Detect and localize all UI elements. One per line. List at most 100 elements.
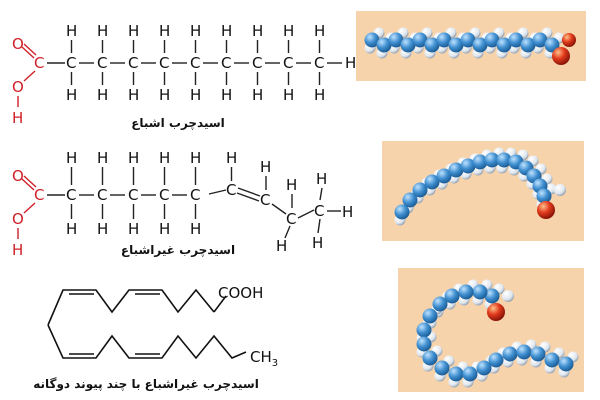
chain-hydrogen-top-unsat: H xyxy=(159,149,170,167)
chain-hydrogen-top-unsat: H xyxy=(66,149,77,167)
model3-oxygen-ball xyxy=(487,303,505,321)
model2-hydrogen-ball xyxy=(554,184,566,196)
chain-hydrogen-bottom: H xyxy=(159,86,170,104)
chain-hydrogen-top: H xyxy=(190,22,201,40)
model1-carbon-ball xyxy=(460,32,476,48)
chain-carbon: C xyxy=(128,54,138,72)
chain-hydrogen-top-unsat: H xyxy=(97,149,108,167)
model3-carbon-ball xyxy=(530,346,546,362)
model1-carbon-ball xyxy=(424,37,440,53)
model3-hydrogen-ball xyxy=(502,290,514,302)
model3-carbon-ball xyxy=(416,336,432,352)
chain-carbon-unsat: C xyxy=(66,186,76,204)
chain-carbon: C xyxy=(252,54,262,72)
model1-carbon-ball xyxy=(520,37,536,53)
chain-carbon: C xyxy=(283,54,293,72)
chain-hydrogen-bottom-unsat: H xyxy=(190,220,201,238)
model1-carbon-ball xyxy=(412,32,428,48)
model2-carbon-ball xyxy=(436,168,452,184)
model3-carbon-ball xyxy=(434,360,450,376)
model3-carbon-ball xyxy=(544,352,560,368)
model3-carbon-ball xyxy=(458,284,474,300)
model1-carbon-ball xyxy=(496,37,512,53)
chain-carbon-unsat: C xyxy=(97,186,107,204)
tail-hydrogen-2c: H xyxy=(312,234,323,252)
model3-carbon-ball xyxy=(558,356,574,372)
chain-hydrogen-top: H xyxy=(159,22,170,40)
tail-hydrogen-1b: H xyxy=(276,237,287,255)
tail-hydrogen-2b: H xyxy=(342,203,353,221)
model3-carbon-ball xyxy=(416,322,432,338)
chain-carbon: C xyxy=(159,54,169,72)
chain-carbon: C xyxy=(97,54,107,72)
model2-carbon-ball xyxy=(412,182,428,198)
alkene-hydrogen-left: H xyxy=(226,149,237,167)
model3-carbon-ball xyxy=(422,350,438,366)
model1-carbon-ball xyxy=(376,37,392,53)
chain-carbon-unsat: C xyxy=(128,186,138,204)
skeleton-top-chain xyxy=(47,288,215,326)
chain-hydrogen-top: H xyxy=(221,22,232,40)
chain-carbon: C xyxy=(190,54,200,72)
chain-hydrogen-top: H xyxy=(283,22,294,40)
model1-carbon-ball xyxy=(508,32,524,48)
skeleton-bottom-chain xyxy=(47,324,247,360)
chain-carbon: C xyxy=(221,54,231,72)
chain-hydrogen-top: H xyxy=(66,22,77,40)
chain-hydrogen-top: H xyxy=(128,22,139,40)
carboxyl-oxygen-top-2: O xyxy=(12,167,24,185)
hydroxyl-oxygen: O xyxy=(12,78,24,96)
model1-carbon-ball xyxy=(388,32,404,48)
polyunsaturated-space-filling-model xyxy=(398,268,584,392)
model2-carbon-ball xyxy=(448,162,464,178)
carboxyl-carbon-2: C xyxy=(34,186,44,204)
tail-carbon-1: C xyxy=(286,210,296,228)
model2-oxygen-ball xyxy=(537,201,555,219)
model2-carbon-ball xyxy=(424,174,440,190)
tail-carbon-2: C xyxy=(314,202,324,220)
alkene-carbon: C xyxy=(260,191,270,209)
model1-carbon-ball xyxy=(436,32,452,48)
hydroxyl-oxygen-2: O xyxy=(12,210,24,228)
model3-carbon-ball xyxy=(516,344,532,360)
chain-carbon: C xyxy=(314,54,324,72)
chain-hydrogen-bottom: H xyxy=(283,86,294,104)
tail-hydrogen-2a: H xyxy=(316,170,327,188)
chain-carbon-unsat: C xyxy=(190,186,200,204)
model3-carbon-ball xyxy=(444,288,460,304)
chain-hydrogen-top-unsat: H xyxy=(128,149,139,167)
unsaturated-space-filling-model xyxy=(382,141,584,241)
chain-terminal-hydrogen: H xyxy=(345,54,356,72)
methyl-label: CH3 xyxy=(250,348,278,369)
carboxyl-label: COOH xyxy=(218,284,263,302)
alkene-hydrogen: H xyxy=(260,158,271,176)
chain-hydrogen-bottom: H xyxy=(97,86,108,104)
model1-carbon-ball xyxy=(400,37,416,53)
model2-carbon-ball xyxy=(536,188,552,204)
chain-hydrogen-top-unsat: H xyxy=(190,149,201,167)
model3-carbon-ball xyxy=(422,308,438,324)
tail-hydrogen-1a: H xyxy=(286,176,297,194)
alkene-carbon-left: C xyxy=(226,181,236,199)
chain-hydrogen-bottom: H xyxy=(252,86,263,104)
model2-carbon-ball xyxy=(402,192,418,208)
model2-carbon-ball xyxy=(496,152,512,168)
model1-oxygen-ball xyxy=(562,33,576,47)
model1-carbon-ball xyxy=(532,32,548,48)
model3-carbon-ball xyxy=(462,366,478,382)
chain-carbon: C xyxy=(66,54,76,72)
chain-hydrogen-bottom-unsat: H xyxy=(66,220,77,238)
model1-carbon-ball xyxy=(364,32,380,48)
chain-hydrogen-bottom-unsat: H xyxy=(97,220,108,238)
chain-hydrogen-bottom: H xyxy=(66,86,77,104)
caption-unsaturated: اسیدچرب غیراشباع xyxy=(121,243,235,257)
model3-carbon-ball xyxy=(472,284,488,300)
model3-carbon-ball xyxy=(476,360,492,376)
hydroxyl-hydrogen: H xyxy=(12,109,23,127)
carboxyl-carbon: C xyxy=(34,54,44,72)
hydroxyl-hydrogen-2: H xyxy=(12,241,23,259)
caption-saturated: اسیدچرب اشباع xyxy=(131,116,225,130)
chain-hydrogen-top: H xyxy=(97,22,108,40)
